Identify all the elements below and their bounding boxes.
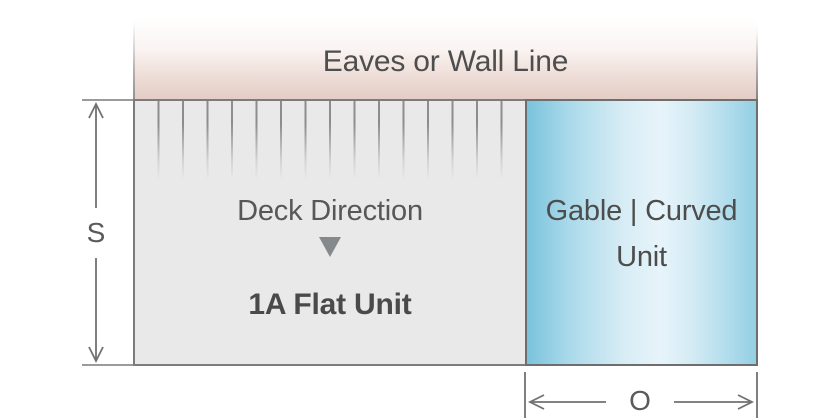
gable-unit-label-line1: Gable | Curved [545, 195, 738, 227]
eaves-band-right-edge [756, 18, 758, 99]
gable-unit-label-line2: Unit [616, 241, 667, 273]
o-dimension-label: O [629, 385, 651, 416]
eaves-band: Eaves or Wall Line [133, 18, 758, 99]
flat-unit-panel: Deck Direction 1A Flat Unit [133, 99, 525, 366]
deck-direction-down-arrow-icon [319, 237, 341, 257]
eaves-band-left-edge [133, 18, 135, 99]
s-dimension-label: S [86, 217, 106, 248]
deck-hatching-fade [135, 101, 505, 183]
gable-curved-unit-panel: Gable | Curved Unit [525, 99, 758, 366]
deck-direction-label: Deck Direction [237, 195, 423, 227]
eaves-wall-line-label: Eaves or Wall Line [322, 45, 569, 78]
flat-unit-label: 1A Flat Unit [248, 288, 412, 321]
